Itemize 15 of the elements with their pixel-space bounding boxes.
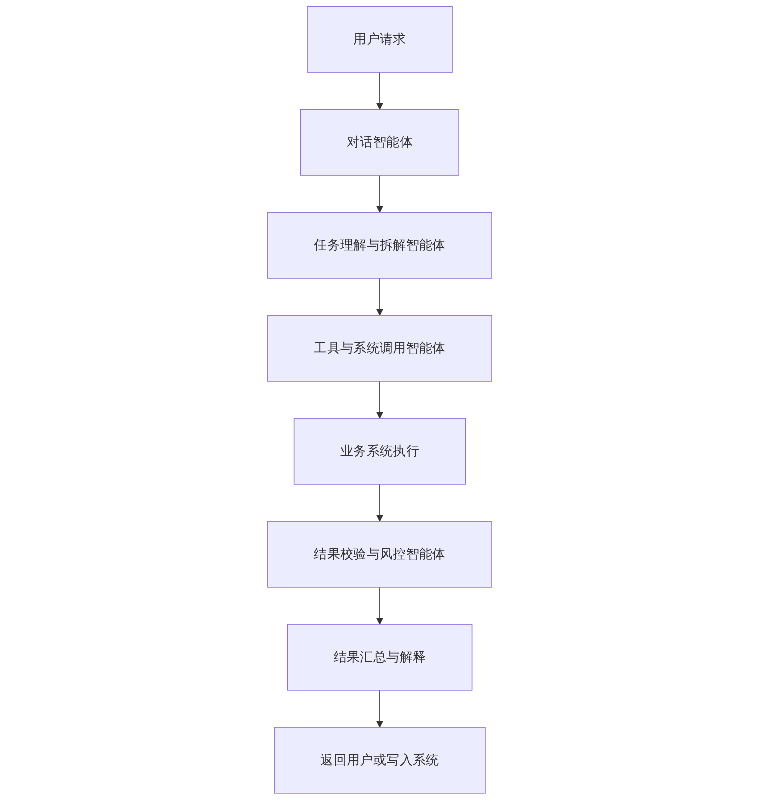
arrow	[376, 587, 384, 625]
arrow	[376, 175, 384, 213]
arrow	[376, 278, 384, 316]
node-box: 结果校验与风控智能体	[268, 521, 492, 588]
arrow	[376, 72, 384, 110]
node-box: 业务系统执行	[294, 418, 466, 485]
node-box: 工具与系统调用智能体	[268, 315, 492, 382]
node-box: 结果汇总与解释	[287, 624, 473, 691]
node-box: 任务理解与拆解智能体	[268, 212, 492, 279]
node-box: 对话智能体	[300, 109, 460, 176]
arrow	[376, 484, 384, 522]
arrow	[376, 690, 384, 728]
node-box: 返回用户或写入系统	[274, 727, 486, 794]
arrow	[376, 381, 384, 419]
node-box: 用户请求	[307, 6, 453, 73]
